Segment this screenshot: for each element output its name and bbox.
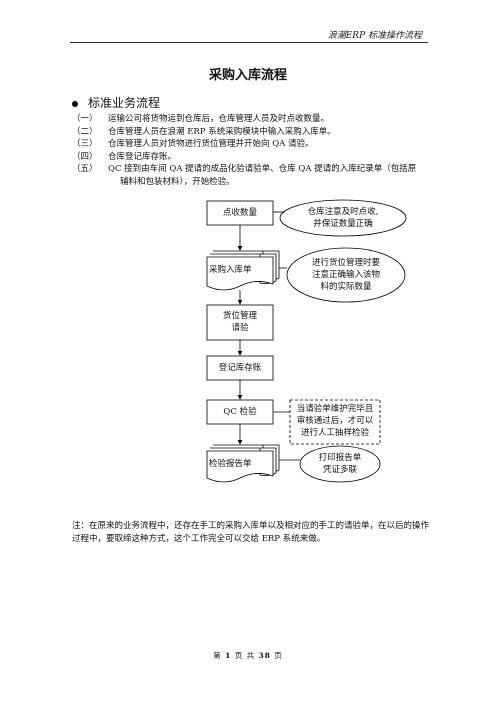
step-text: 运输公司将货物运到仓库后，仓库管理人员及时点收数量。	[108, 114, 330, 124]
step-item: （五） QC 接到由车间 QA 提请的成品化验请验单、仓库 QA 提请的入库纪录…	[72, 163, 430, 176]
step-text-continuation: 辅料和包装材料），开始检验。	[120, 176, 235, 187]
step-number: （二）	[72, 126, 98, 137]
step-number: （五）	[72, 164, 98, 174]
note-line: 料的实际数量	[320, 282, 372, 292]
footer-total: 38	[258, 651, 271, 660]
flow-note-count	[279, 199, 407, 237]
step-item: （一） 运输公司将货物运到仓库后，仓库管理人员及时点收数量。	[72, 113, 430, 126]
flow-node-location	[206, 304, 274, 341]
step-list: （一） 运输公司将货物运到仓库后，仓库管理人员及时点收数量。 （二） 仓库管理人…	[72, 113, 430, 188]
node-line: 货位管理	[222, 311, 257, 321]
flow-node-location-label: 货位管理 请验	[207, 310, 273, 334]
footer-mid: 页 共	[234, 651, 256, 660]
note-line: 凭证多联	[322, 465, 357, 475]
bullet-icon	[72, 100, 78, 107]
flow-node-report	[206, 444, 280, 483]
step-number: （四）	[72, 151, 98, 162]
flow-note-count-text: 仓库注意及时点收, 并保证数量正确	[283, 206, 403, 230]
note-line: 当请验单维护完毕且	[296, 404, 374, 414]
node-line: 请验	[231, 323, 249, 333]
flow-node-count	[206, 200, 274, 226]
footnote: 注：在原来的业务流程中，还存在手工的采购入库单以及相对应的手工的请验单，在以后的…	[72, 521, 430, 544]
flow-node-ledger-label: 登记库存账	[218, 363, 262, 373]
flow-note-receipt-text: 进行货位管理时要 注意正确输入该物 料的实际数量	[290, 257, 402, 293]
step-number: （一）	[72, 114, 98, 124]
flow-note-qc	[289, 399, 381, 445]
step-item-continuation: 辅料和包装材料），开始检验。	[72, 176, 430, 189]
note-line: 仓库注意及时点收,	[307, 207, 379, 217]
note-line: 进行货位管理时要	[311, 258, 380, 268]
flow-note-qc-text: 当请验单维护完毕且 审核通过后，才可以 进行人工抽样检验	[291, 403, 379, 439]
footer-prefix: 第	[213, 651, 222, 660]
flow-note-report	[299, 445, 381, 483]
note-line: 进行人工抽样检验	[300, 428, 369, 438]
footer-page: 1	[225, 651, 232, 660]
step-text: 仓库登记库存账。	[108, 151, 177, 162]
flow-node-receipt-label: 采购入库单	[209, 265, 252, 275]
page-title: 采购入库流程	[208, 68, 287, 83]
footer-suffix: 页	[274, 651, 283, 660]
step-item: （三） 仓库管理人员对货物进行货位管理并开始向 QA 请验。	[72, 138, 430, 151]
step-text: QC 接到由车间 QA 提请的成品化验请验单、仓库 QA 提请的入库纪录单（包括…	[108, 164, 417, 174]
header-title: 浪潮ERP 标准操作流程	[327, 31, 422, 41]
flow-node-qc-label: QC 检验	[223, 407, 257, 417]
flow-node-receipt	[206, 250, 280, 291]
step-number: （三）	[72, 139, 98, 149]
flow-note-receipt	[286, 247, 406, 303]
step-text: 仓库管理人员对货物进行货位管理并开始向 QA 请验。	[108, 139, 314, 149]
header-rule	[70, 42, 428, 43]
page-footer: 第 1 页 共 38 页	[0, 650, 496, 661]
flow-node-report-label: 检验报告单	[209, 459, 252, 469]
note-line: 并保证数量正确	[313, 219, 373, 229]
flow-node-count-label: 点收数量	[222, 208, 257, 218]
flow-note-report-text: 打印报告单 凭证多联	[300, 452, 380, 476]
note-line: 注意正确输入该物	[311, 270, 380, 280]
section-heading: 标准业务流程	[72, 94, 160, 111]
flow-node-ledger	[206, 355, 274, 381]
note-line: 打印报告单	[318, 453, 362, 463]
section-heading-text: 标准业务流程	[88, 96, 161, 110]
step-item: （二） 仓库管理人员在浪潮 ERP 系统采购模块中输入采购入库单。	[72, 126, 430, 139]
note-line: 审核通过后，才可以	[296, 416, 374, 426]
step-item: （四） 仓库登记库存账。	[72, 151, 430, 164]
step-text: 仓库管理人员在浪潮 ERP 系统采购模块中输入采购入库单。	[108, 126, 336, 137]
